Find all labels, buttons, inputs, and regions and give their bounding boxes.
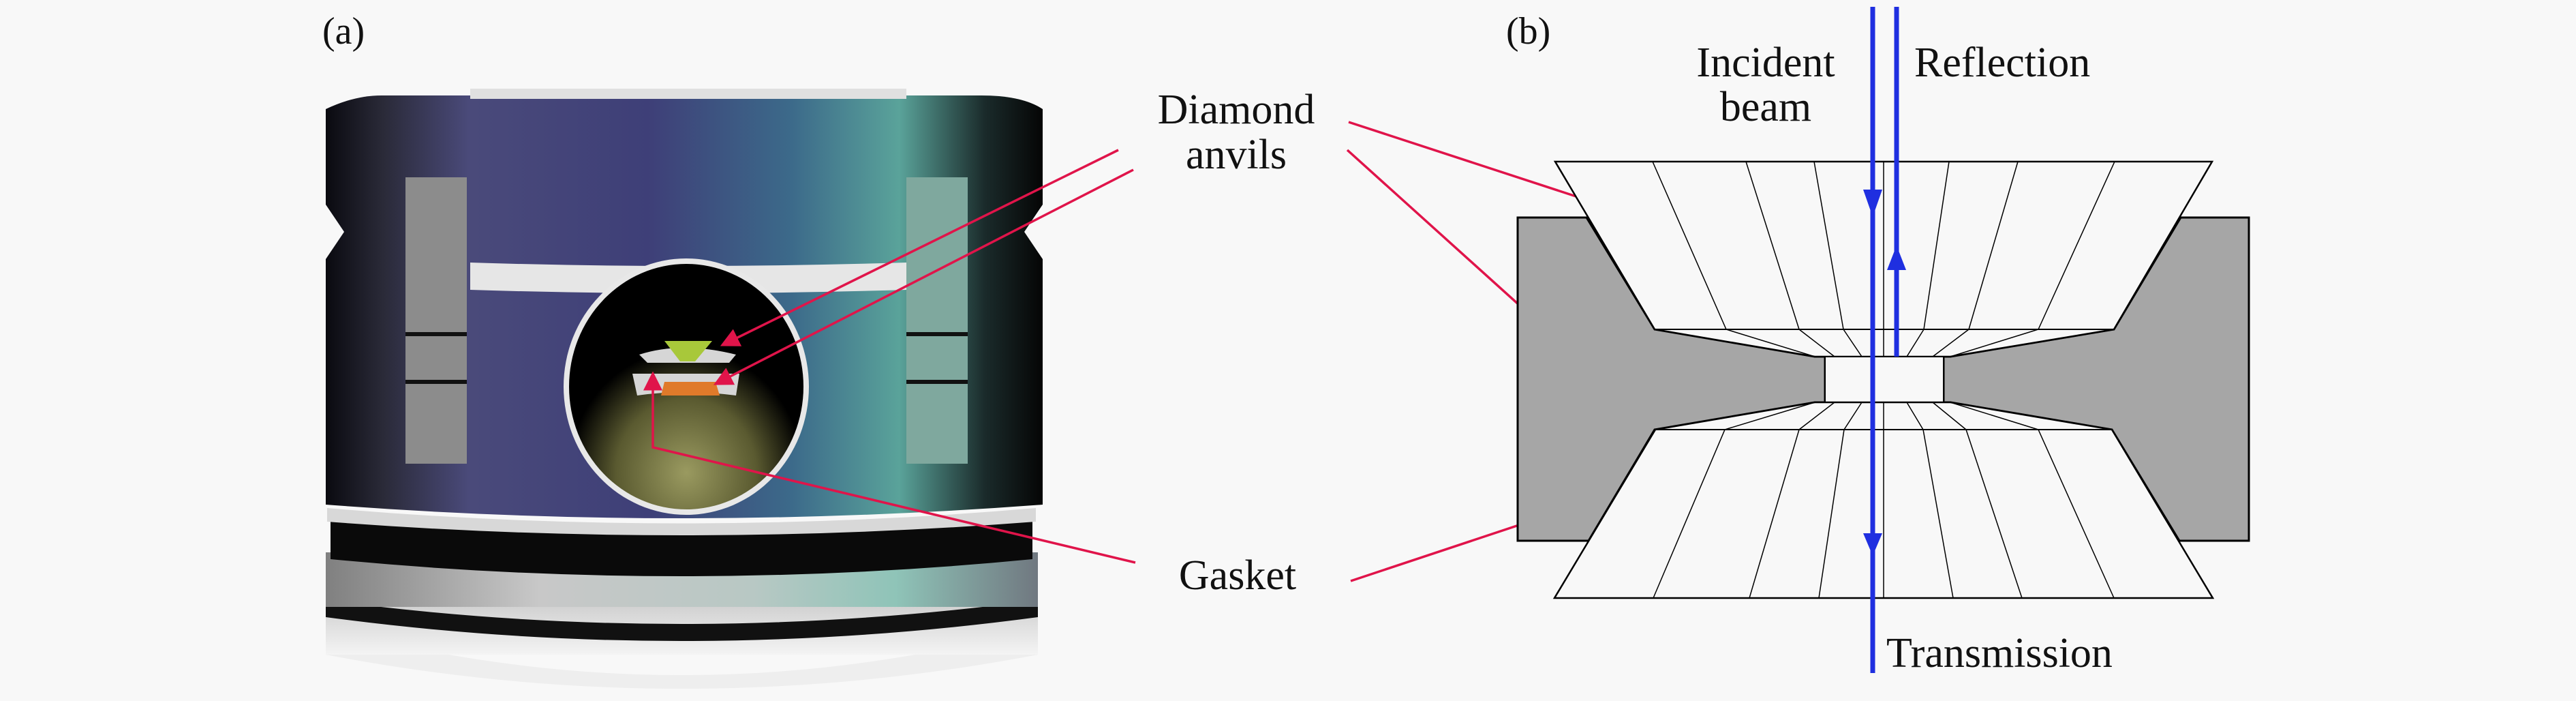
transmission-arrowhead xyxy=(1863,533,1882,556)
arrow-diamond-lower-photo xyxy=(713,168,1134,385)
label-anvils: anvils xyxy=(1186,132,1287,178)
cell-groove xyxy=(326,600,1038,641)
panel-b-label: (b) xyxy=(1506,10,1550,53)
upper-anvil xyxy=(1553,160,2214,358)
cell-top-edge xyxy=(470,89,906,99)
beams xyxy=(1863,7,1906,673)
dac-photo xyxy=(326,89,1043,689)
incident-arrowhead xyxy=(1863,190,1882,217)
upper-anvil-facets xyxy=(1652,161,2115,357)
label-reflection: Reflection xyxy=(1914,40,2090,86)
label-beam: beam xyxy=(1720,84,1811,130)
label-transmission: Transmission xyxy=(1886,630,2113,676)
photo-lower-anvil xyxy=(661,382,720,396)
panel-a: (a) xyxy=(322,10,1043,689)
callout-labels: Diamond anvils Gasket xyxy=(1158,87,1315,599)
label-diamond: Diamond xyxy=(1158,87,1315,133)
arrow-diamond-upper-photo xyxy=(720,149,1119,346)
reflection-arrowhead xyxy=(1887,245,1906,270)
cell-base-rim xyxy=(326,627,1038,689)
photo-upper-anvil xyxy=(664,341,712,361)
callout-arrows xyxy=(643,121,1687,582)
label-incident: Incident xyxy=(1696,40,1835,86)
cell-side-slot-left xyxy=(405,177,467,464)
arrow-gasket-schematic xyxy=(1350,512,1548,582)
lower-anvil-facets xyxy=(1653,402,2115,599)
sample-chamber xyxy=(1824,356,1944,403)
label-gasket: Gasket xyxy=(1179,552,1296,599)
panel-b: (b) xyxy=(1506,7,2250,676)
cell-notch-left xyxy=(326,205,344,259)
cell-side-slot-right xyxy=(906,177,968,464)
arrow-gasket-photo xyxy=(643,371,1136,564)
lower-anvil xyxy=(1552,401,2215,599)
cell-rim-highlight xyxy=(327,508,1036,535)
cell-black-ring xyxy=(331,518,1032,576)
panel-a-label: (a) xyxy=(322,10,365,53)
